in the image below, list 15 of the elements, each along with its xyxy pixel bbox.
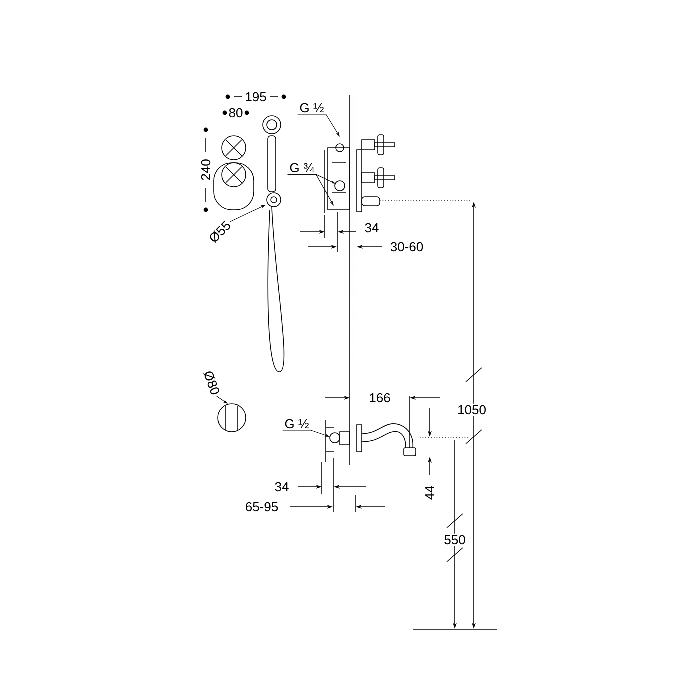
dimension-label: 1050 (456, 404, 488, 416)
dimension-label: 44 (424, 484, 436, 502)
dimension-label: 166 (368, 392, 392, 404)
dimension-label: 34 (273, 480, 291, 494)
dimension-label: 30-60 (388, 240, 426, 254)
dimension-label: 195 (244, 90, 268, 104)
thread-label: G ½ (285, 419, 309, 429)
dimension-label: 65-95 (244, 500, 280, 514)
dimension-label: 34 (363, 222, 381, 234)
dimension-label: 240 (200, 158, 212, 182)
dimension-label: 80 (227, 106, 245, 120)
dimension-label: 550 (442, 534, 468, 546)
diameter-label: Ø80 (203, 372, 220, 395)
thread-label: G ¾ (290, 163, 314, 173)
thread-label: G ½ (300, 103, 324, 113)
